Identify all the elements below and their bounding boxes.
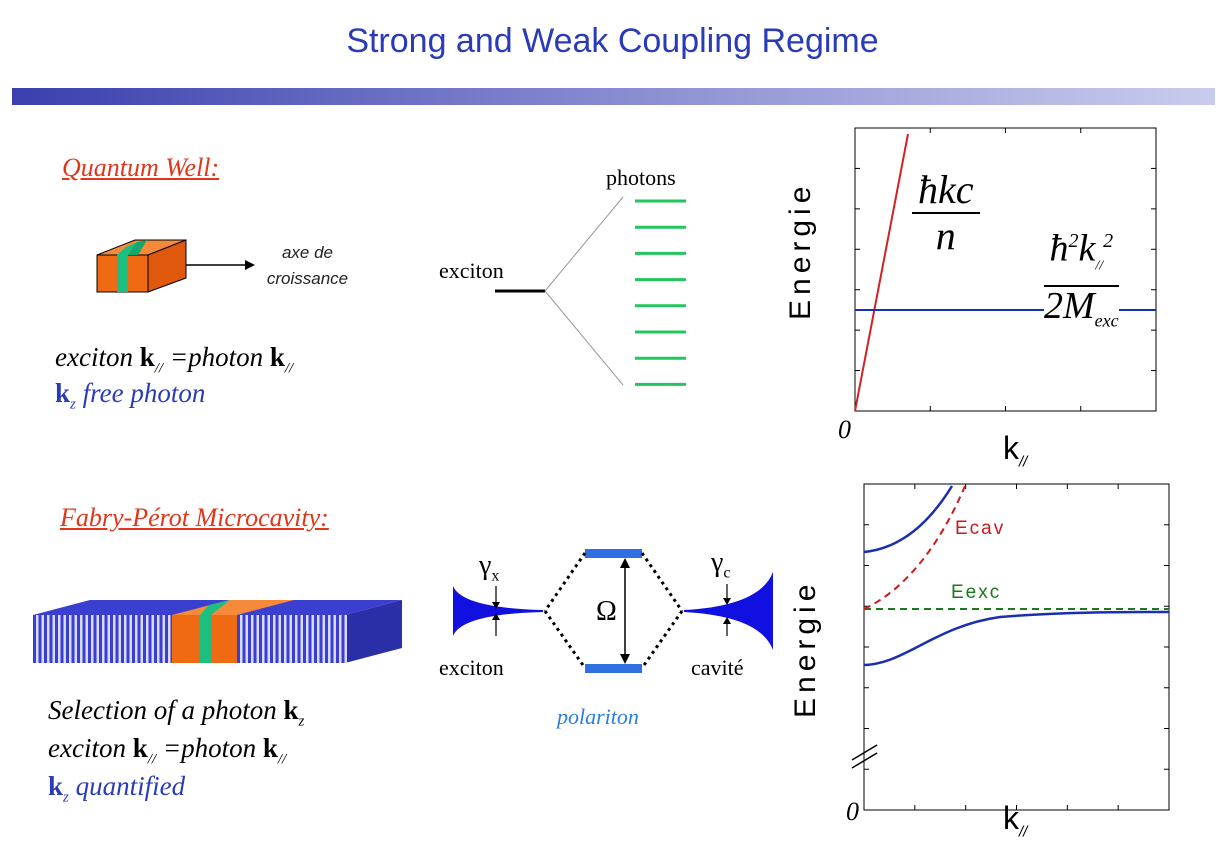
cavity-lorentzian — [684, 572, 773, 650]
strong-exciton-label: exciton — [439, 655, 504, 680]
polariton-label: polariton — [557, 704, 639, 729]
gamma-x-label: γx — [479, 550, 500, 585]
photon-dispersion-formula: ħkc n — [912, 168, 980, 258]
upper-polariton-curve — [863, 485, 954, 554]
mc-momentum-line: exciton k// =photon k// — [48, 733, 287, 768]
quantum-well-heading: Quantum Well: — [62, 153, 220, 182]
page-title: Strong and Weak Coupling Regime — [346, 22, 879, 60]
bottom-plot-origin: 0 — [846, 797, 859, 826]
top-plot-ylabel: Energie — [784, 181, 817, 320]
exciton-label: exciton — [439, 258, 504, 283]
bottom-plot-ylabel: Energie — [789, 579, 822, 718]
rabi-arrow — [620, 558, 630, 664]
mc-selection-line: Selection of a photon kz — [48, 695, 305, 730]
top-plot-origin: 0 — [838, 415, 851, 444]
qw-momentum-line: exciton k// =photon k// — [55, 342, 294, 377]
growth-axis-arrow — [186, 260, 255, 270]
upper-polariton-level — [585, 549, 642, 558]
exciton-level — [495, 196, 624, 386]
title-bar — [12, 88, 1215, 105]
lower-polariton-level — [585, 664, 642, 673]
cavity-label: cavité — [691, 655, 744, 680]
microcavity-block — [33, 600, 402, 663]
omega-label: Ω — [596, 596, 617, 627]
photon-dispersion-line — [854, 133, 909, 412]
quantum-well-block — [96, 239, 187, 293]
eexc-label: Eexc — [951, 582, 1002, 603]
ecav-curve — [863, 485, 966, 610]
lower-polariton-curve — [863, 610, 1170, 667]
gamma-c-label: γc — [711, 547, 731, 582]
top-plot-xlabel: k// — [1003, 430, 1028, 471]
exciton-dispersion-formula: ħ2k//2 2Mexc — [1044, 222, 1119, 340]
photon-levels — [635, 199, 686, 386]
mc-kz-line: kz quantified — [48, 771, 186, 806]
photons-label: photons — [606, 165, 676, 190]
bottom-plot — [851, 483, 1170, 811]
qw-kz-line: kz free photon — [55, 378, 206, 413]
microcavity-heading: Fabry-Pérot Microcavity: — [60, 503, 329, 532]
exciton-lorentzian — [453, 586, 543, 636]
growth-axis-label: axe de croissance — [266, 243, 349, 288]
coupling-hexagon — [543, 552, 684, 669]
bottom-plot-xlabel: k// — [1003, 800, 1028, 841]
ecav-label: Ecav — [955, 518, 1006, 539]
